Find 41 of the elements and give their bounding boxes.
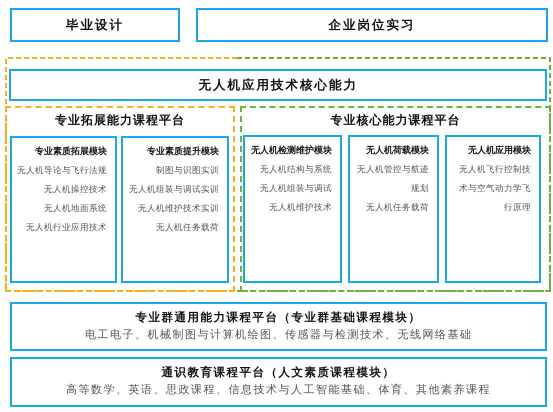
course-item: 无人机行业应用技术 (25, 222, 107, 235)
platform-title: 专业拓展能力课程平台 (54, 112, 186, 129)
module-heading: 专业素质拓展模块 (34, 145, 107, 159)
box-label: 无人机应用技术核心能力 (198, 76, 358, 94)
module-panel (445, 135, 541, 283)
course-box (196, 8, 548, 42)
course-item: 无人机组装与调试 (259, 183, 332, 196)
course-item: 无人机操控技术 (43, 184, 107, 197)
course-item: 无人机管控与航迹规划 (357, 164, 429, 196)
module-heading: 无人机应用模块 (467, 144, 531, 158)
course-item: 无人机维护技术实训 (137, 203, 219, 216)
course-item: 无人机结构与系统 (259, 164, 332, 177)
platform-group (240, 106, 551, 292)
platform-box (10, 302, 547, 351)
platform-group (5, 106, 235, 292)
course-box (9, 69, 547, 101)
module-heading: 无人机检测维护模块 (250, 144, 332, 158)
platform-title: 专业群通用能力课程平台（专业群基础课程模块） (134, 309, 422, 326)
module-panel (348, 135, 439, 283)
course-item: 无人机导论与飞行法规 (16, 165, 107, 178)
course-list: 电工电子、机械制图与计算机绘图、传感器与检测技术、无线网络基础 (12, 326, 545, 343)
course-box (10, 8, 180, 42)
module-panel (10, 136, 117, 283)
dashed-frame (5, 57, 551, 292)
course-item: 无人机地面系统 (43, 202, 107, 216)
platform-title: 专业核心能力课程平台 (330, 112, 462, 129)
module-heading: 无人机荷载模块 (365, 144, 429, 158)
platform-title: 通识教育课程平台（人文素质课程模块） (160, 364, 396, 381)
box-label: 毕业设计 (66, 16, 124, 34)
box-label: 企业岗位实习 (328, 16, 416, 34)
course-item: 无人机组装与调试实训 (128, 184, 219, 197)
course-item: 无人机任务载荷 (365, 202, 429, 215)
course-item: 无人机维护技术 (268, 202, 332, 215)
course-item: 无人机任务载荷 (155, 222, 219, 235)
platform-box (10, 357, 547, 407)
module-panel (121, 136, 229, 283)
module-heading: 专业素质提升模块 (146, 145, 219, 159)
course-list: 高等数学、英语、思政课程、信息技术与人工智能基础、体育、其他素养课程 (12, 381, 545, 398)
course-item: 无人机飞行控制技术与空气动力学飞行原理 (459, 164, 531, 215)
course-item: 制图与识图实训 (155, 165, 219, 178)
module-panel (243, 135, 342, 283)
